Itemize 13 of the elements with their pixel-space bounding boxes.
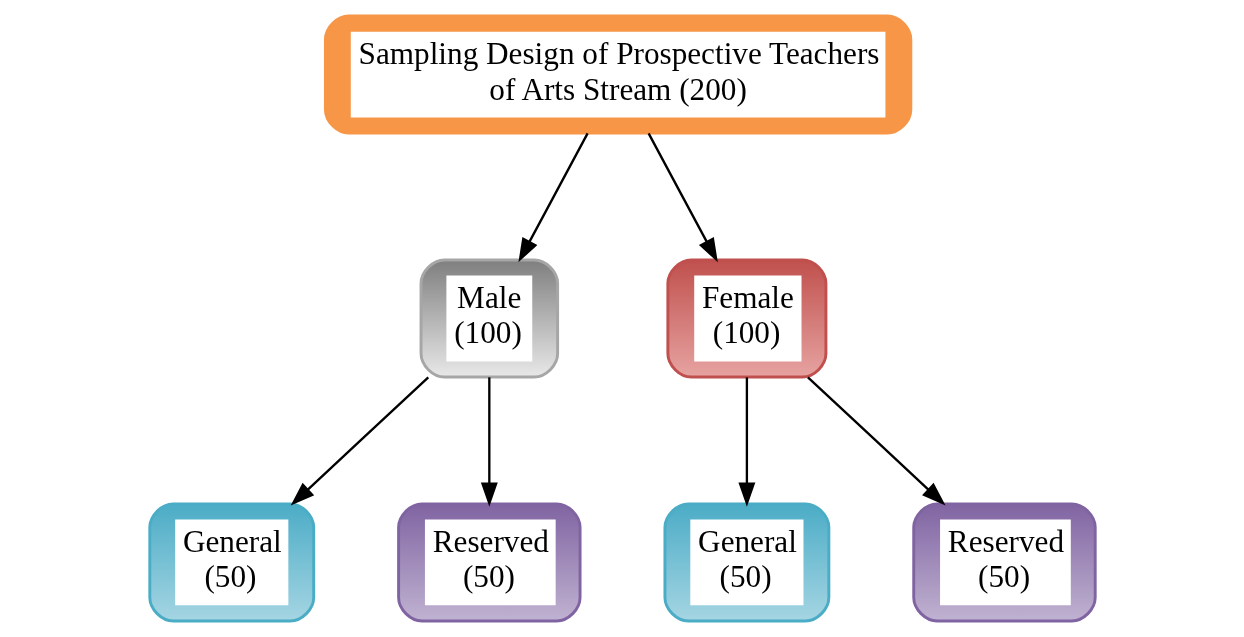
- arrow: [517, 132, 589, 263]
- arrow: [647, 132, 718, 263]
- node-box: General (50): [662, 502, 830, 623]
- node-box: General (50): [147, 502, 315, 623]
- arrow: [806, 376, 946, 506]
- arrow: [737, 377, 755, 507]
- arrow: [290, 376, 429, 506]
- node-box: Female (100): [665, 258, 827, 379]
- node-box: Sampling Design of Prospective Teachers of Arts Stream (200): [323, 14, 912, 135]
- node-box: Reserved (50): [911, 502, 1097, 623]
- node-box: Reserved (50): [396, 502, 582, 623]
- node-box: Male (100): [419, 258, 559, 379]
- arrow: [480, 377, 498, 507]
